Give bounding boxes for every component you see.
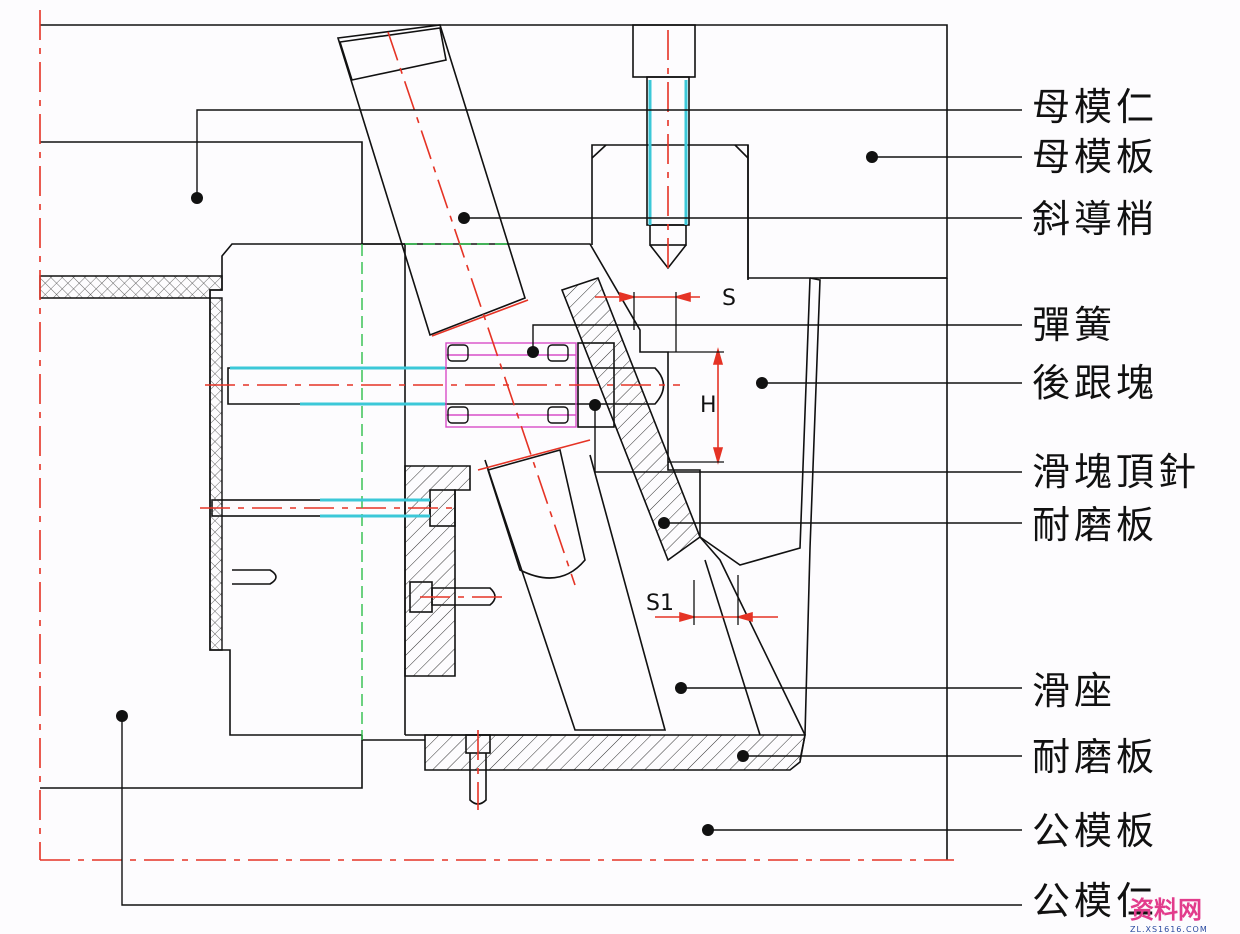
watermark: 资料网 ZL.XS1616.COM bbox=[1130, 890, 1208, 934]
slide-seat-outline bbox=[484, 454, 667, 731]
label-wear-plate-2: 耐磨板 bbox=[1032, 735, 1159, 779]
dimension-marks bbox=[595, 291, 778, 623]
slide-left-block bbox=[209, 243, 362, 736]
leader-dots bbox=[116, 151, 878, 836]
label-wear-plate-1: 耐磨板 bbox=[1032, 503, 1159, 547]
label-spring: 彈簧 bbox=[1032, 303, 1117, 347]
core-plate-outline bbox=[820, 277, 948, 860]
angle-pin bbox=[336, 24, 586, 579]
cyan-highlights bbox=[230, 80, 688, 518]
dim-s1: S1 bbox=[646, 591, 674, 616]
cavity-plate-outline bbox=[40, 24, 948, 279]
label-angle-pin: 斜導梢 bbox=[1032, 197, 1159, 241]
label-core-insert: 公模仁 bbox=[1032, 879, 1159, 923]
leader-lines bbox=[121, 109, 1022, 906]
core-insert-outline bbox=[40, 141, 425, 789]
cavity-insert-outline bbox=[591, 144, 749, 280]
dim-s: S bbox=[722, 286, 736, 311]
label-cavity-plate: 母模板 bbox=[1032, 135, 1159, 179]
wear-plate-bottom bbox=[424, 734, 806, 771]
label-slide-seat: 滑座 bbox=[1032, 669, 1117, 713]
label-slide-ejector-pin: 滑塊頂針 bbox=[1032, 450, 1201, 494]
centerlines bbox=[39, 10, 960, 861]
slide-holder-hatched bbox=[404, 465, 471, 677]
watermark-text: 资料网 bbox=[1130, 896, 1202, 924]
dim-h: H bbox=[700, 393, 717, 418]
label-core-plate: 公模板 bbox=[1032, 809, 1159, 853]
label-cavity-insert: 母模仁 bbox=[1032, 85, 1159, 129]
wear-plate-slide bbox=[560, 277, 701, 562]
cooling-line bbox=[39, 275, 223, 651]
label-heel-block: 後跟塊 bbox=[1032, 361, 1159, 405]
green-centerline bbox=[361, 243, 508, 740]
